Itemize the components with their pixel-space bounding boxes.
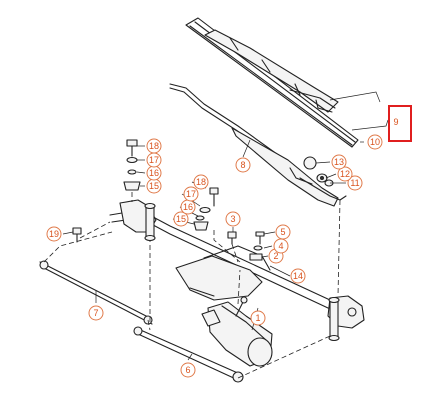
callout-number: 13: [334, 157, 344, 167]
assembly-dashed-lines: [43, 192, 341, 379]
highlight-box: [388, 105, 412, 142]
callout-circle: [173, 211, 189, 227]
callout-c17a: 17: [146, 152, 162, 168]
callout-c15b: 15: [173, 211, 189, 227]
callout-c10: 10: [367, 134, 383, 150]
center-pivot-hardware: [193, 187, 219, 231]
callout-number: 7: [93, 308, 98, 318]
callout-number: 6: [185, 365, 190, 375]
callout-circle: [180, 362, 196, 378]
callout-circle: [46, 226, 62, 242]
callout-c13: 13: [331, 154, 347, 170]
callout-number: 18: [196, 177, 206, 187]
callout-number: 15: [176, 214, 186, 224]
callout-circle: [347, 175, 363, 191]
callout-number: 18: [149, 141, 159, 151]
callout-circle: [337, 166, 353, 182]
callout-c14: 14: [290, 268, 306, 284]
wiper-blade: [185, 17, 359, 148]
callout-c12: 12: [337, 166, 353, 182]
callout-c16b: 16: [180, 199, 196, 215]
callout-number: 9: [393, 117, 398, 127]
callout-circle: [250, 310, 266, 326]
callout-circle: [367, 134, 383, 150]
callout-circle: [88, 305, 104, 321]
callout-circle: [146, 138, 162, 154]
callout-c1: 1: [250, 310, 266, 326]
callout-c4: 4: [273, 238, 289, 254]
arm-nut-washer: [316, 173, 334, 187]
callout-number: 16: [183, 202, 193, 212]
callout-number: 1: [255, 313, 260, 323]
callout-c5: 5: [275, 224, 291, 240]
callout-c17b: 17: [183, 186, 199, 202]
callout-circle: [275, 224, 291, 240]
callout-number: 11: [350, 178, 359, 188]
center-screws: [227, 231, 276, 261]
callout-c6: 6: [180, 362, 196, 378]
callout-number: 3: [230, 214, 235, 224]
connecting-rod-lower: [133, 326, 244, 383]
callout-c15a: 15: [146, 178, 162, 194]
callout-c18a: 18: [146, 138, 162, 154]
callout-number: 17: [186, 189, 196, 199]
callout-number: 15: [149, 181, 159, 191]
callout-number: 8: [240, 160, 245, 170]
callout-number: 14: [293, 271, 303, 281]
linkage-frame: [109, 199, 365, 342]
callout-c9: 9: [393, 117, 398, 127]
callout-c7: 7: [88, 305, 104, 321]
callout-c8: 8: [235, 157, 251, 173]
callout-number: 12: [340, 169, 350, 179]
callout-circle: [290, 268, 306, 284]
callout-number: 19: [49, 229, 59, 239]
callout-circle: [193, 174, 209, 190]
callout-number: 4: [278, 241, 283, 251]
left-pivot-hardware: [123, 139, 146, 191]
callout-number: 10: [370, 137, 380, 147]
callout-c11: 11: [347, 175, 363, 191]
small-bolt: [62, 227, 82, 243]
callout-number: 2: [273, 251, 278, 261]
callout-number: 5: [280, 227, 285, 237]
wiper-arm: [169, 83, 347, 207]
callout-c16a: 16: [146, 165, 162, 181]
callout-circle: [235, 157, 251, 173]
callout-circle: [225, 211, 241, 227]
callout-c19: 19: [46, 226, 62, 242]
callout-c3: 3: [225, 211, 241, 227]
callout-c18b: 18: [193, 174, 209, 190]
callout-number: 16: [149, 168, 159, 178]
callout-circle: [331, 154, 347, 170]
callout-number: 17: [149, 155, 159, 165]
callout-circle: [183, 186, 199, 202]
wiper-motor: [201, 296, 273, 367]
